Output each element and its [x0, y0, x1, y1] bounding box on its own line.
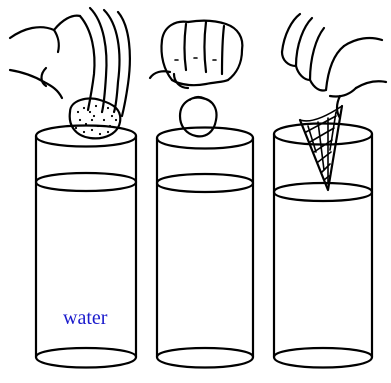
water-level-2: [157, 174, 253, 192]
water-level-1: [36, 173, 136, 191]
cylinder-2: [157, 128, 253, 368]
hand-3: [282, 14, 386, 118]
hand-2: [150, 21, 242, 88]
water-level-3: [274, 183, 372, 201]
cylinder-1: [36, 126, 136, 368]
sponge: [70, 99, 121, 139]
hand-1: [10, 8, 130, 116]
ball: [180, 97, 216, 137]
cone: [300, 106, 342, 190]
water-label: water: [63, 308, 107, 328]
